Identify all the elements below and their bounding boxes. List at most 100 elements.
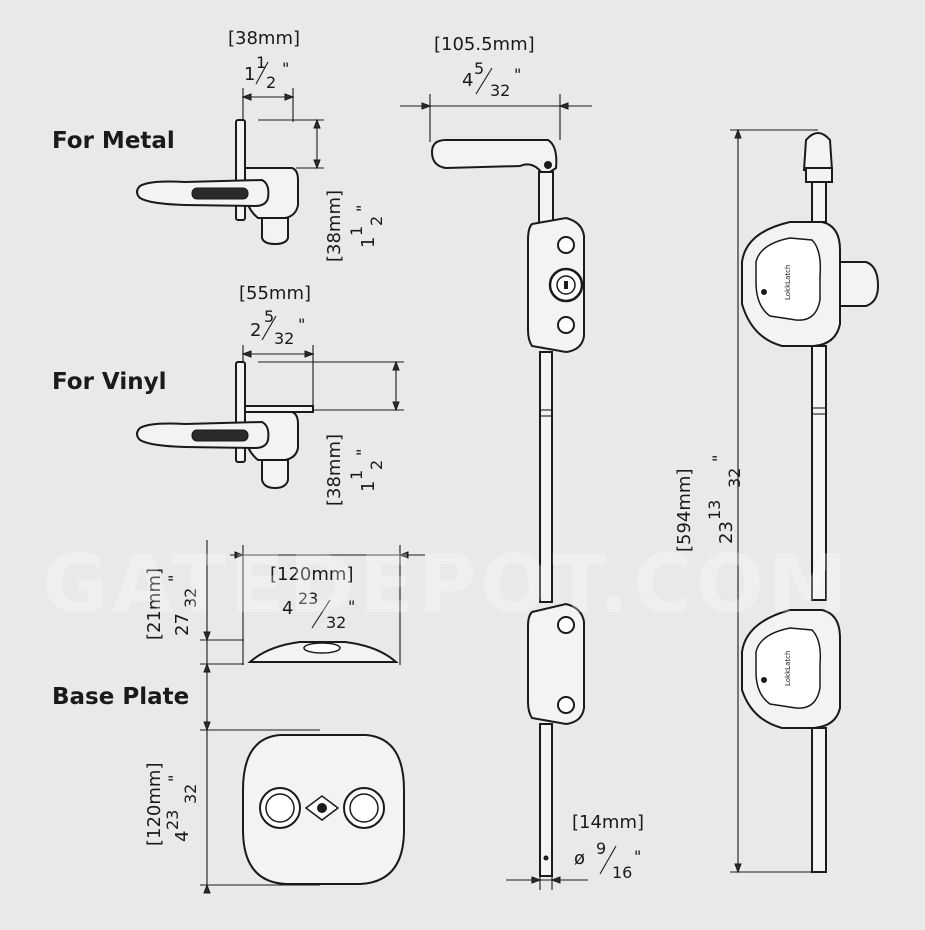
brand-label: LokkLatch <box>784 265 792 300</box>
base-thick-inch: " <box>165 575 184 582</box>
housing-face <box>755 237 822 321</box>
rod-diameter-symbol: ø <box>574 848 585 869</box>
base-thick-den: 32 <box>181 588 200 608</box>
rod-pin-hole <box>543 855 549 861</box>
grip-pattern <box>191 187 249 200</box>
arrowhead <box>241 93 252 101</box>
arrowhead <box>531 876 542 884</box>
vinyl-height-mm: [38mm] <box>324 434 345 506</box>
lower-bracket <box>527 602 585 726</box>
rod-front-middle <box>811 345 827 601</box>
metal-handle-group: [38mm] 1 1 2 " [38mm] 1 1 2 " <box>136 28 386 262</box>
handle-width-mm: [105.5mm] <box>434 34 535 55</box>
metal-height-den: 2 <box>367 216 386 226</box>
arrowhead <box>734 863 742 874</box>
rod-front-top <box>811 181 827 223</box>
rod-diameter-inch: " <box>634 847 641 866</box>
vinyl-height-num: 1 <box>347 470 366 480</box>
brand-label: LokkLatch <box>784 651 792 686</box>
vinyl-height-den: 2 <box>367 460 386 470</box>
metal-height-num: 1 <box>347 226 366 236</box>
arrowhead <box>203 662 211 673</box>
fraction-slash <box>255 61 269 85</box>
section-label-base-plate: Base Plate <box>52 684 189 710</box>
handle-spindle <box>261 217 289 246</box>
bracket-screw <box>557 316 575 334</box>
key-slot <box>564 281 568 289</box>
grip-pattern <box>191 429 249 442</box>
base-width-num: 23 <box>298 589 318 608</box>
handle-neck <box>805 167 833 183</box>
rod-length-mm: [594mm] <box>674 469 695 552</box>
watermark: GATEDEPOT.COM <box>42 538 851 631</box>
base-thick-label: [21mm] 27 32 " <box>144 568 200 640</box>
metal-height-label: [38mm] 1 1 2 " <box>324 190 386 262</box>
handle-end-top <box>802 132 834 171</box>
metal-width-den: 2 <box>266 73 276 92</box>
rod-length-den: 32 <box>725 468 744 488</box>
arrowhead <box>203 631 211 642</box>
arrowhead <box>203 883 211 894</box>
base-width-mm: [120mm] <box>270 564 353 585</box>
rod-diameter-den: 16 <box>612 863 632 882</box>
fraction-slash <box>599 845 617 875</box>
arrowhead <box>392 360 400 371</box>
section-label-metal: For Metal <box>52 128 175 154</box>
rod-length-label: [594mm] 23 13 32 " <box>674 455 744 552</box>
fraction-slash <box>311 599 331 629</box>
vinyl-width-den: 32 <box>274 329 294 348</box>
vinyl-height-inch: " <box>353 449 372 456</box>
section-label-vinyl: For Vinyl <box>52 369 166 395</box>
arrowhead <box>203 721 211 732</box>
arrowhead <box>550 876 561 884</box>
rod-diameter-num: 9 <box>596 839 606 858</box>
fraction-slash <box>475 67 493 95</box>
logo-mark <box>761 677 767 683</box>
vinyl-height-label: [38mm] 1 1 2 " <box>324 434 386 506</box>
metal-height-inch: " <box>353 205 372 212</box>
vinyl-width-whole: 2 <box>250 320 261 341</box>
mount-hole-inner <box>349 793 379 823</box>
handle-width-num: 5 <box>474 59 484 78</box>
rod-length-whole: 23 <box>716 521 737 544</box>
arrowhead <box>398 551 409 559</box>
metal-height-mm: [38mm] <box>324 190 345 262</box>
rod-upper <box>538 171 554 225</box>
base-thick-whole: 27 <box>172 613 193 636</box>
vinyl-width-num: 5 <box>264 307 274 326</box>
boss <box>303 642 341 654</box>
rod-diameter-mm: [14mm] <box>572 812 644 833</box>
rod-lower <box>539 723 553 877</box>
fraction-slash <box>261 315 277 341</box>
mount-hole-inner <box>265 793 295 823</box>
handle-pivot <box>544 161 552 169</box>
metal-width-whole: 1 <box>244 64 255 85</box>
base-height-inch: " <box>165 775 184 782</box>
handle-lever-icon <box>430 139 558 178</box>
handle-spindle <box>261 459 289 490</box>
metal-width-num: 1 <box>256 53 266 72</box>
base-height-whole: 4 <box>172 831 193 842</box>
bracket-screw <box>557 696 575 714</box>
lock-cylinder-icon <box>839 261 880 307</box>
metal-width-mm: [38mm] <box>228 28 300 49</box>
handle-width-den: 32 <box>490 81 510 100</box>
rod-front-lower <box>811 727 827 873</box>
arrowhead <box>241 350 252 358</box>
rod-middle <box>539 351 553 603</box>
base-thick-mm: [21mm] <box>144 568 165 640</box>
vinyl-width-inch: " <box>298 315 305 334</box>
base-height-label: [120mm] 4 23 32 " <box>144 763 200 846</box>
logo-mark <box>761 289 767 295</box>
arrowhead <box>421 102 432 110</box>
arrowhead <box>234 551 245 559</box>
base-height-num: 23 <box>163 810 182 830</box>
base-plate-group: [21mm] 27 32 " [120mm] 4 23 32 " [120mm]… <box>144 540 425 894</box>
bracket-screw <box>557 236 575 254</box>
base-width-den: 32 <box>326 613 346 632</box>
metal-height-whole: 1 <box>358 237 379 248</box>
arrowhead <box>313 118 321 129</box>
arrowhead <box>558 102 569 110</box>
arrowhead <box>304 350 315 358</box>
